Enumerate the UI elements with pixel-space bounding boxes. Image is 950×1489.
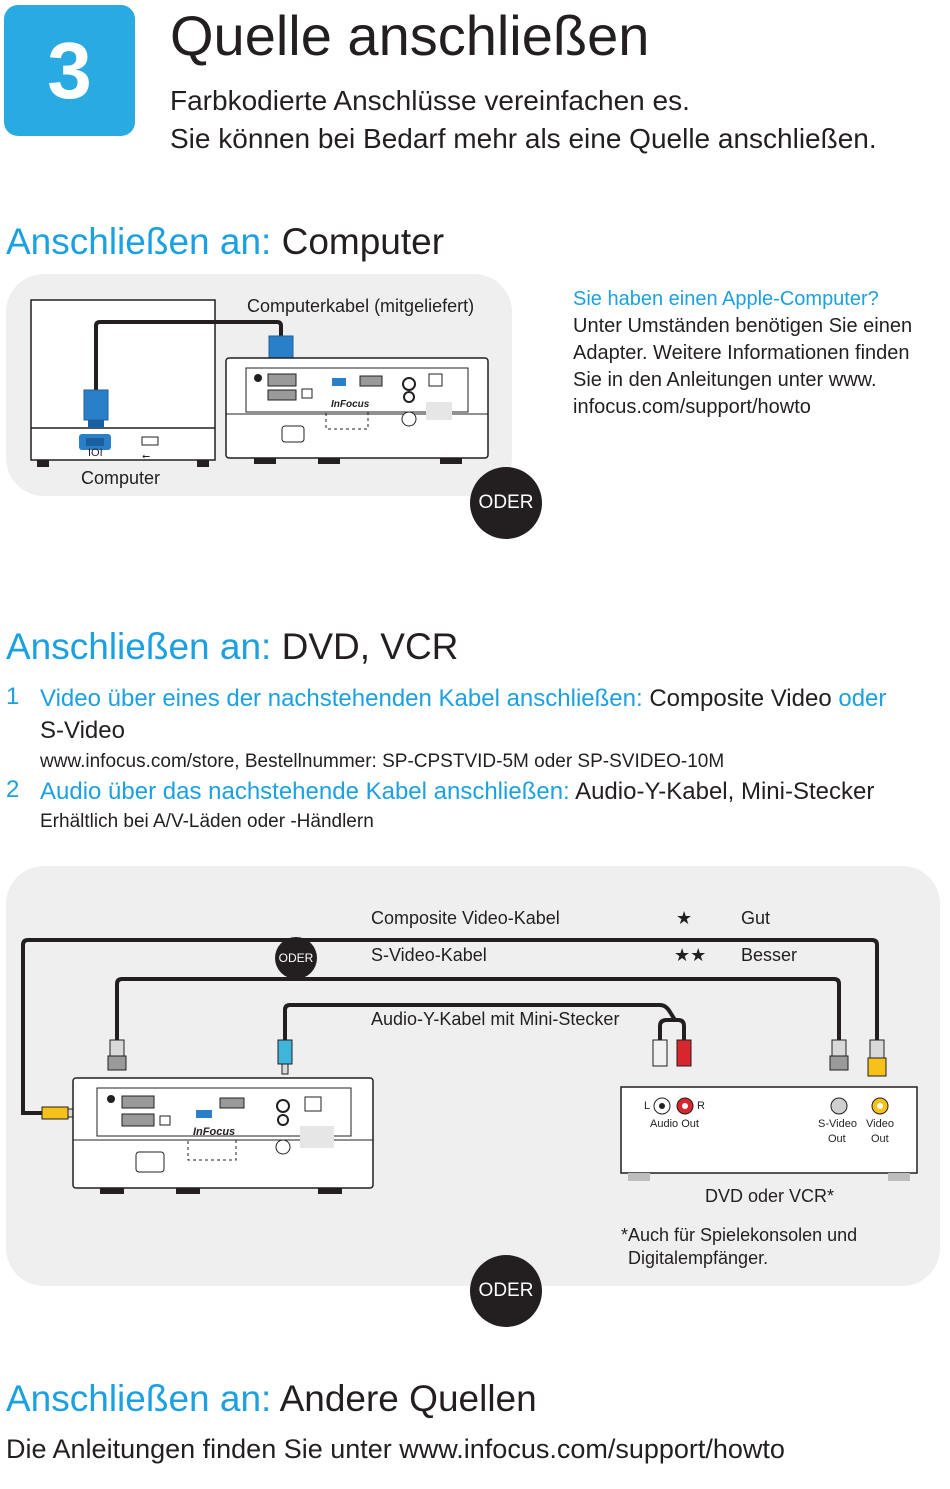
other-section-text: Die Anleitungen finden Sie unter www.inf… <box>6 1434 785 1464</box>
step-2-note: Erhältlich bei A/V-Läden oder -Händlern <box>40 811 374 832</box>
composite-video-cable <box>21 938 887 1120</box>
svg-text:⭠: ⭠ <box>142 451 150 462</box>
svideo-rating-label: Besser <box>741 945 798 965</box>
dvd-device-label: DVD oder VCR* <box>705 1186 835 1206</box>
dvd-audio-right-label: R <box>697 1100 705 1112</box>
step-1-instruction: Video über eines der nachstehenden Kabel… <box>40 685 643 712</box>
composite-rating-label: Gut <box>741 908 771 928</box>
page-title: Quelle anschließen <box>170 4 650 67</box>
svideo-cable-label: S-Video-Kabel <box>371 945 487 965</box>
footnote-line-2: Digitalempfänger. <box>628 1248 769 1268</box>
apple-note-title: Sie haben einen Apple-Computer? <box>573 288 879 310</box>
or-badge-1: ODER <box>470 467 542 539</box>
step-2-number: 2 <box>6 776 20 803</box>
dvd-video-out-label-2: Out <box>871 1133 889 1145</box>
or-badge-cables: ODER <box>275 937 317 979</box>
apple-note: Sie haben einen Apple-Computer? Unter Um… <box>573 286 943 421</box>
step-2-text: Audio über das nachstehende Kabel anschl… <box>40 776 874 808</box>
dvd-video-out-label-1: Video <box>866 1118 894 1130</box>
audio-cable-label: Audio-Y-Kabel mit Mini-Stecker <box>371 1009 620 1029</box>
step-2-instruction: Audio über das nachstehende Kabel anschl… <box>40 778 570 805</box>
step-1-text: Video über eines der nachstehenden Kabel… <box>40 683 886 715</box>
step-1-option-composite: Composite Video <box>649 685 832 712</box>
computer-section-heading: Anschließen an: Computer <box>6 220 444 264</box>
dvd-audio-left-label: L <box>644 1100 651 1112</box>
heading-target: DVD, VCR <box>281 626 459 667</box>
s-video-cable <box>107 977 849 1071</box>
computer-label: Computer <box>81 468 161 488</box>
projector-illustration-bottom <box>72 1077 374 1194</box>
dvd-audio-out-label: Audio Out <box>650 1118 699 1130</box>
footnote-line-1: *Auch für Spielekonsolen und <box>621 1225 858 1245</box>
heading-target: Andere Quellen <box>279 1378 537 1419</box>
dvd-player-illustration <box>620 1086 918 1181</box>
computer-vga-port-label: IOI <box>88 447 103 459</box>
step-number-badge: 3 <box>4 5 135 136</box>
step-1-option-svideo: S-Video <box>40 717 125 744</box>
heading-prefix: Anschließen an: <box>6 221 272 262</box>
heading-target: Computer <box>281 221 445 262</box>
svideo-rating-stars: ★★ <box>674 945 707 965</box>
dvd-section-heading: Anschließen an: DVD, VCR <box>6 625 458 669</box>
projector-illustration-top <box>225 357 489 464</box>
heading-prefix: Anschließen an: <box>6 1378 272 1419</box>
computer-cable-label: Computerkabel (mitgeliefert) <box>247 296 475 316</box>
step-1-note: www.infocus.com/store, Bestellnummer: SP… <box>40 751 725 772</box>
composite-rating-stars: ★ <box>676 908 693 928</box>
page-subtitle-line-1: Farbkodierte Anschlüsse vereinfachen es. <box>170 85 690 116</box>
dvd-svideo-out-label-2: Out <box>828 1133 846 1145</box>
apple-note-text: Unter Umständen benötigen Sie einen Adap… <box>573 315 913 418</box>
computer-illustration: ⭠ <box>30 299 216 467</box>
dvd-svideo-out-label-1: S-Video <box>818 1118 857 1130</box>
or-badge-2: ODER <box>470 1255 542 1327</box>
audio-y-cable <box>277 1003 692 1075</box>
step-1-number: 1 <box>6 683 20 710</box>
step-1-or: oder <box>838 685 887 712</box>
heading-prefix: Anschließen an: <box>6 626 272 667</box>
page-subtitle-line-2: Sie können bei Bedarf mehr als eine Quel… <box>170 123 877 154</box>
other-section-heading: Anschließen an: Andere Quellen <box>6 1377 537 1421</box>
composite-cable-label: Composite Video-Kabel <box>371 908 560 928</box>
projector-brand-logo-top: InFocus <box>331 399 370 410</box>
step-2-cable: Audio-Y-Kabel, Mini-Stecker <box>575 778 875 805</box>
projector-brand-logo-bottom: InFocus <box>193 1126 236 1138</box>
